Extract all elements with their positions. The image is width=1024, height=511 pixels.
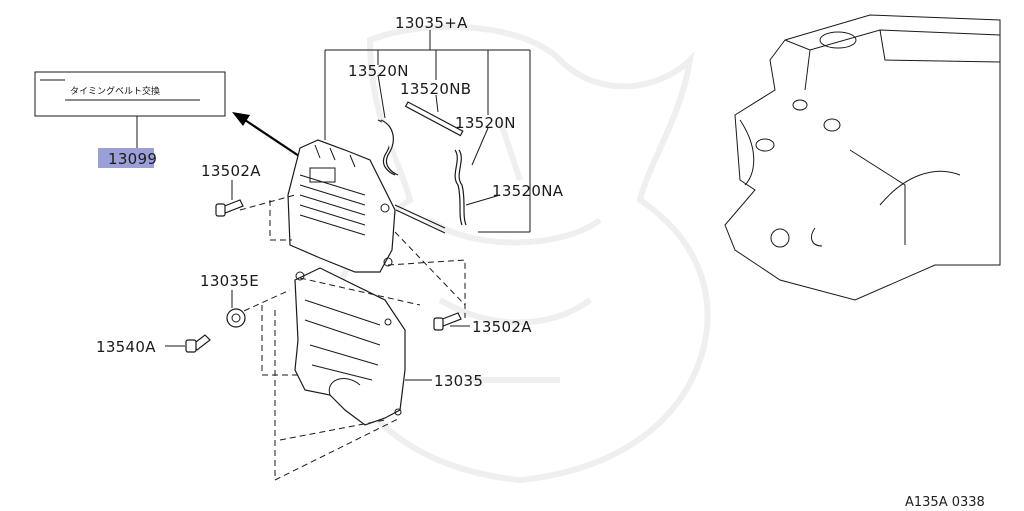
callout-13540A[interactable]: 13540A bbox=[96, 338, 156, 356]
assembly-dash-lines bbox=[234, 194, 466, 481]
seal-strips bbox=[377, 101, 467, 234]
bolt-13540A bbox=[185, 334, 211, 353]
leader-lines bbox=[377, 74, 501, 206]
lower-timing-cover bbox=[294, 267, 406, 426]
diagram-reference-code: A135A 0338 bbox=[905, 495, 985, 510]
part-number-13099[interactable]: 13099 bbox=[108, 150, 157, 168]
engine-block-outline bbox=[724, 14, 1001, 301]
label-box-text: タイミングベルト交換 bbox=[70, 85, 160, 97]
bolt-13502A-upper bbox=[215, 199, 244, 217]
callout-13035[interactable]: 13035 bbox=[434, 372, 483, 390]
timing-belt-label-box: タイミングベルト交換 bbox=[34, 71, 226, 148]
callout-13520N-1[interactable]: 13520N bbox=[348, 62, 409, 80]
callout-13520N-2[interactable]: 13520N bbox=[455, 114, 516, 132]
callout-13035E[interactable]: 13035E bbox=[200, 272, 259, 290]
callout-13502A-upper[interactable]: 13502A bbox=[201, 162, 261, 180]
upper-timing-cover bbox=[287, 139, 396, 273]
callout-13520NB[interactable]: 13520NB bbox=[400, 80, 471, 98]
callout-leaders bbox=[165, 180, 470, 381]
callout-13502A-lower[interactable]: 13502A bbox=[472, 318, 532, 336]
bolt-13502A-lower bbox=[433, 312, 462, 331]
grommet-13035E bbox=[226, 308, 246, 328]
highlight-box bbox=[98, 148, 154, 168]
callout-bracket-13035A bbox=[324, 30, 531, 233]
callout-13520NA[interactable]: 13520NA bbox=[492, 182, 564, 200]
callout-13035A[interactable]: 13035+A bbox=[395, 14, 468, 32]
pointer-arrow bbox=[232, 112, 306, 161]
highlighted-part-13099[interactable]: 13099 bbox=[98, 148, 157, 168]
